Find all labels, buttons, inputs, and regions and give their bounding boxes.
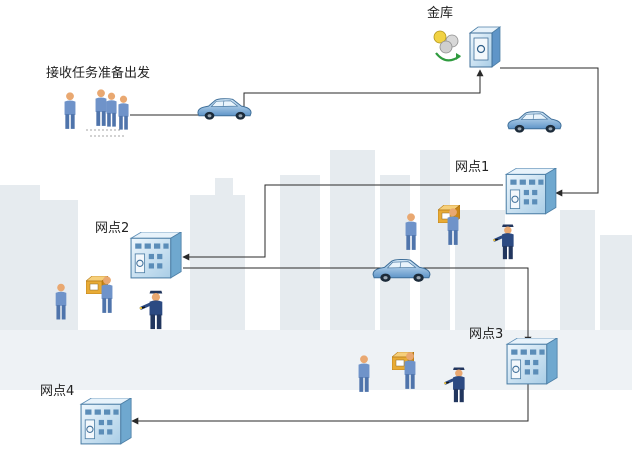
security-guard-icon (140, 291, 163, 329)
clerk-person-icon (95, 89, 107, 126)
clerk-person-icon (106, 92, 117, 127)
branch1-label: 网点1 (455, 160, 489, 175)
clerk-person-icon (118, 95, 129, 130)
vault-label: 金库 (427, 5, 453, 21)
vault-safe-icon (433, 26, 502, 68)
clerk-person-icon (64, 92, 76, 129)
route-branch2-to-branch3 (183, 267, 532, 344)
bank-branch-building-icon (80, 398, 132, 445)
bank-branch-building-icon (506, 338, 558, 385)
depart-label: 接收任务准备出发 (46, 65, 150, 81)
route-vault-to-branch1 (500, 67, 599, 197)
bank-branch-building-icon (505, 168, 557, 215)
branch2-label: 网点2 (95, 221, 129, 236)
branch3-label: 网点3 (469, 327, 503, 342)
city-skyline-background (0, 150, 632, 390)
route-branch3-to-branch4 (131, 375, 529, 425)
route-branch1-to-branch2 (182, 184, 503, 261)
team-group (64, 89, 129, 137)
car-icon (507, 111, 562, 134)
bank-branch-building-icon (130, 232, 182, 279)
branch4-label: 网点4 (40, 384, 74, 399)
route-depart-to-vault (130, 69, 484, 116)
car-icon (197, 98, 252, 121)
